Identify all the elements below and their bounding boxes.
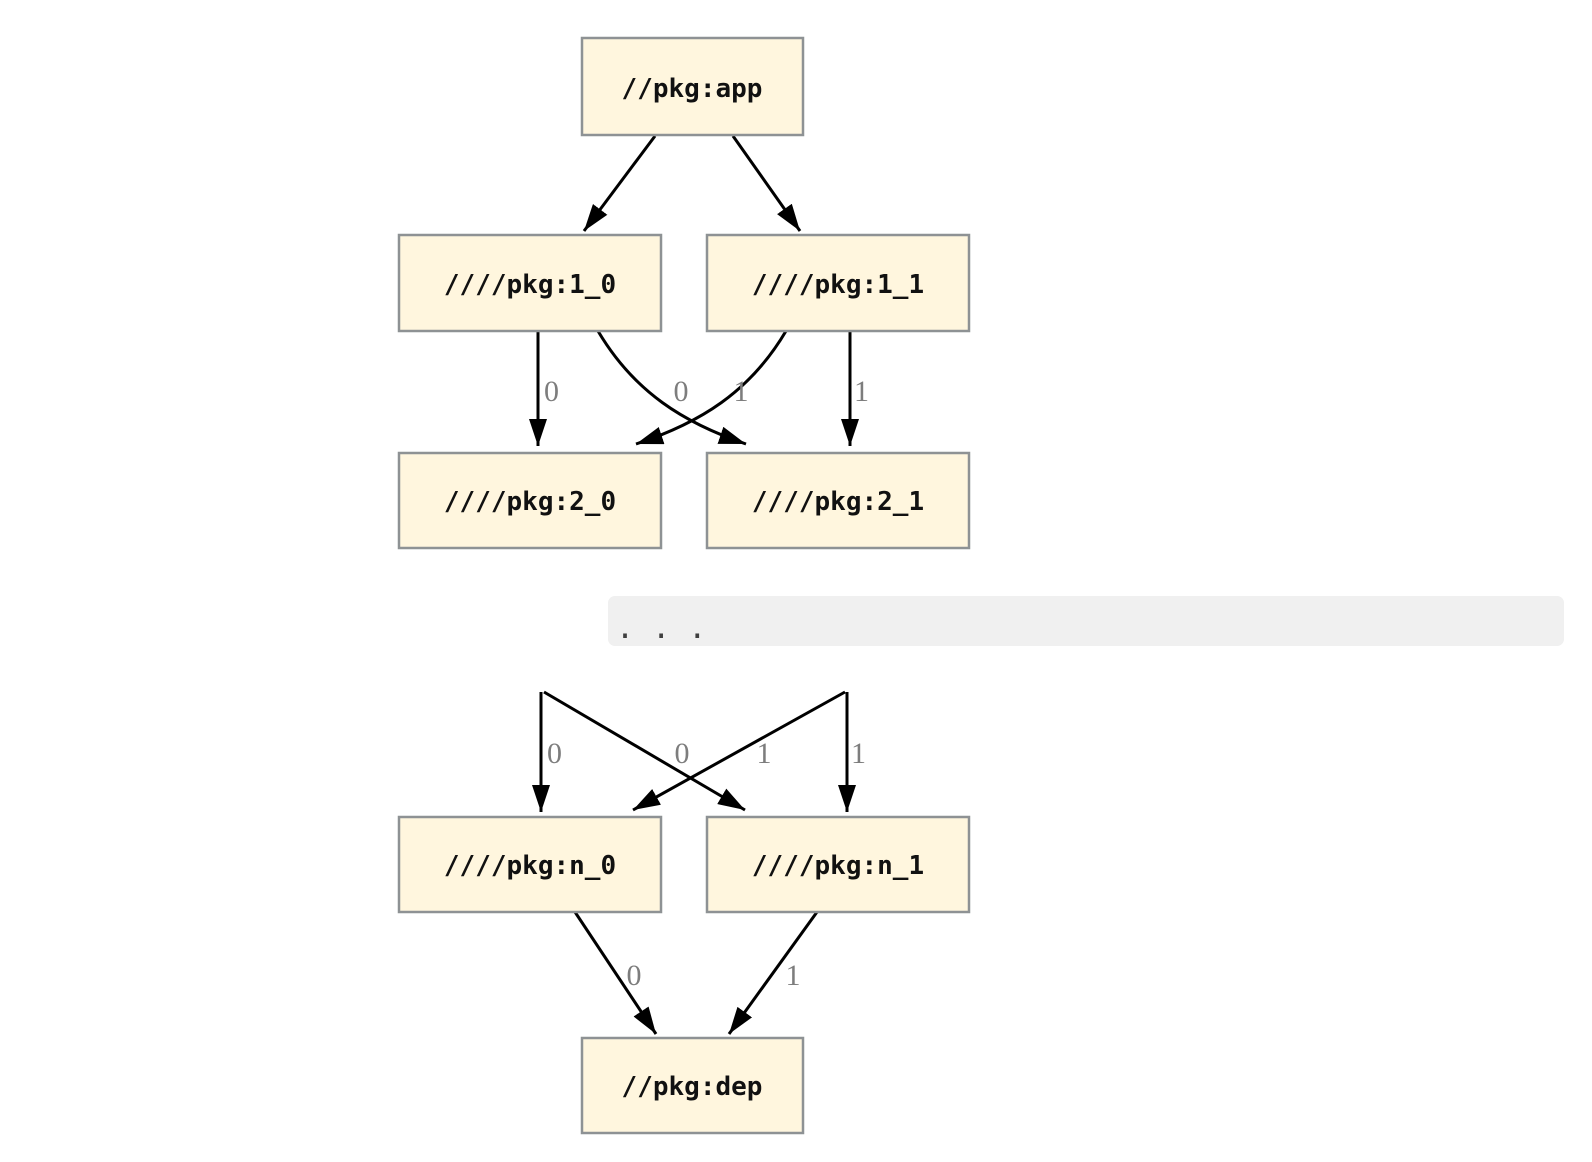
node-pkg-2_1: ////pkg:2_1 (705, 451, 971, 550)
node-label: ////pkg:n_1 (752, 851, 924, 881)
node-label: ////pkg:1_0 (444, 270, 616, 300)
node-box (397, 815, 663, 914)
node-pkg-1_0: ////pkg:1_0 (397, 233, 663, 333)
node-pkg-1_1: ////pkg:1_1 (705, 233, 971, 333)
edge-label-1_1-to-2_0: 0 (674, 375, 689, 408)
node-box (705, 233, 971, 333)
edge-label-prev-to-n_0-left: 0 (547, 737, 562, 770)
node-label: //pkg:app (622, 74, 763, 104)
node-box (580, 36, 805, 137)
edge-app-to-1_0 (582, 135, 657, 232)
edge-label-n_0-to-dep: 0 (627, 959, 642, 992)
node-pkg-n_0: ////pkg:n_0 (397, 815, 663, 914)
edge-n_0-to-dep (573, 911, 658, 1035)
node-box (705, 451, 971, 550)
edge-label-1_0-to-2_0: 0 (544, 375, 559, 408)
node-box (580, 1036, 805, 1135)
edge-app-to-1_1 (731, 135, 802, 232)
ellipsis-text: . . . (616, 611, 706, 646)
edge-1_0-to-2_1 (596, 330, 747, 446)
edge-label-prev-to-n_1-right: 1 (851, 737, 866, 770)
node-pkg-n_1: ////pkg:n_1 (705, 815, 971, 914)
node-pkg-dep: //pkg:dep (580, 1036, 805, 1135)
node-label: ////pkg:2_0 (444, 487, 616, 517)
node-box (397, 233, 663, 333)
ellipsis-block: . . . (608, 596, 1564, 646)
edge-label-1_1-to-2_1: 1 (854, 375, 869, 408)
edge-label-1_0-to-2_1: 1 (734, 375, 749, 408)
edge-prev-to-n_0-right (632, 690, 846, 812)
node-pkg-app: //pkg:app (580, 36, 805, 137)
node-label: ////pkg:n_0 (444, 851, 616, 881)
edge-n_1-to-dep (727, 911, 819, 1035)
edge-label-prev-to-n_1-left: 1 (757, 737, 772, 770)
node-box (397, 451, 663, 550)
node-box (705, 815, 971, 914)
node-label: ////pkg:2_1 (752, 487, 924, 517)
edge-label-n_1-to-dep: 1 (786, 959, 801, 992)
edges (529, 135, 859, 1035)
edge-1_1-to-2_0 (635, 330, 788, 446)
edge-labels: 0 0 1 1 0 0 1 1 0 1 (544, 375, 869, 992)
edge-label-prev-to-n_0-right: 0 (675, 737, 690, 770)
edge-prev-to-n_1-left (543, 690, 746, 812)
nodes: //pkg:app ////pkg:1_0 ////pkg:1_1 ////pk… (397, 36, 971, 1135)
node-label: //pkg:dep (622, 1072, 763, 1102)
ellipsis-background (608, 596, 1564, 646)
node-label: ////pkg:1_1 (752, 270, 924, 300)
node-pkg-2_0: ////pkg:2_0 (397, 451, 663, 550)
